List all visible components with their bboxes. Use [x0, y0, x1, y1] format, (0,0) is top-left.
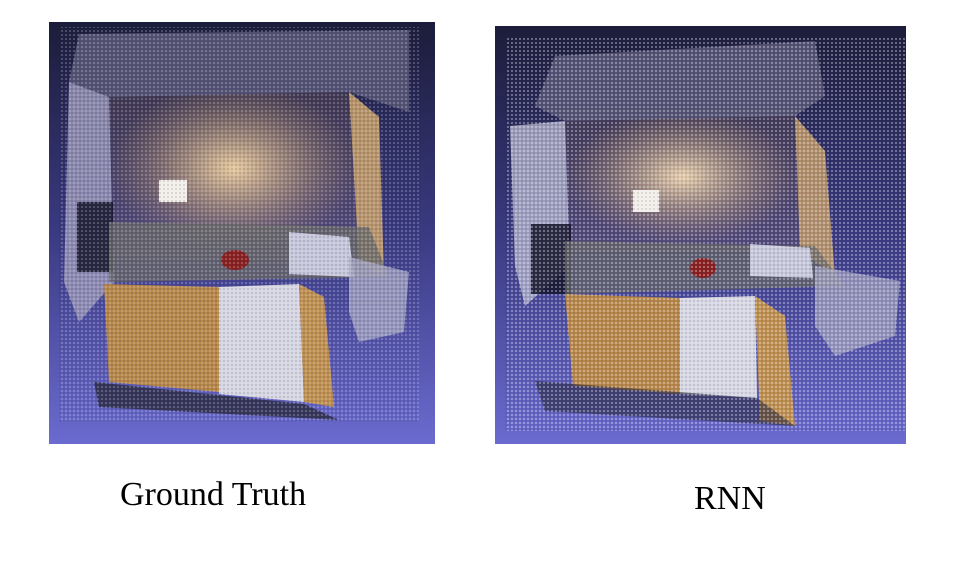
rnn-point-cloud-image	[495, 26, 906, 444]
ground-truth-caption: Ground Truth	[120, 476, 307, 513]
rnn-caption: RNN	[694, 480, 766, 517]
ground-truth-scene	[49, 22, 435, 444]
point-noise	[505, 36, 905, 431]
point-noise	[59, 27, 419, 422]
rnn-scene	[495, 26, 906, 444]
ground-truth-point-cloud-image	[49, 22, 435, 444]
